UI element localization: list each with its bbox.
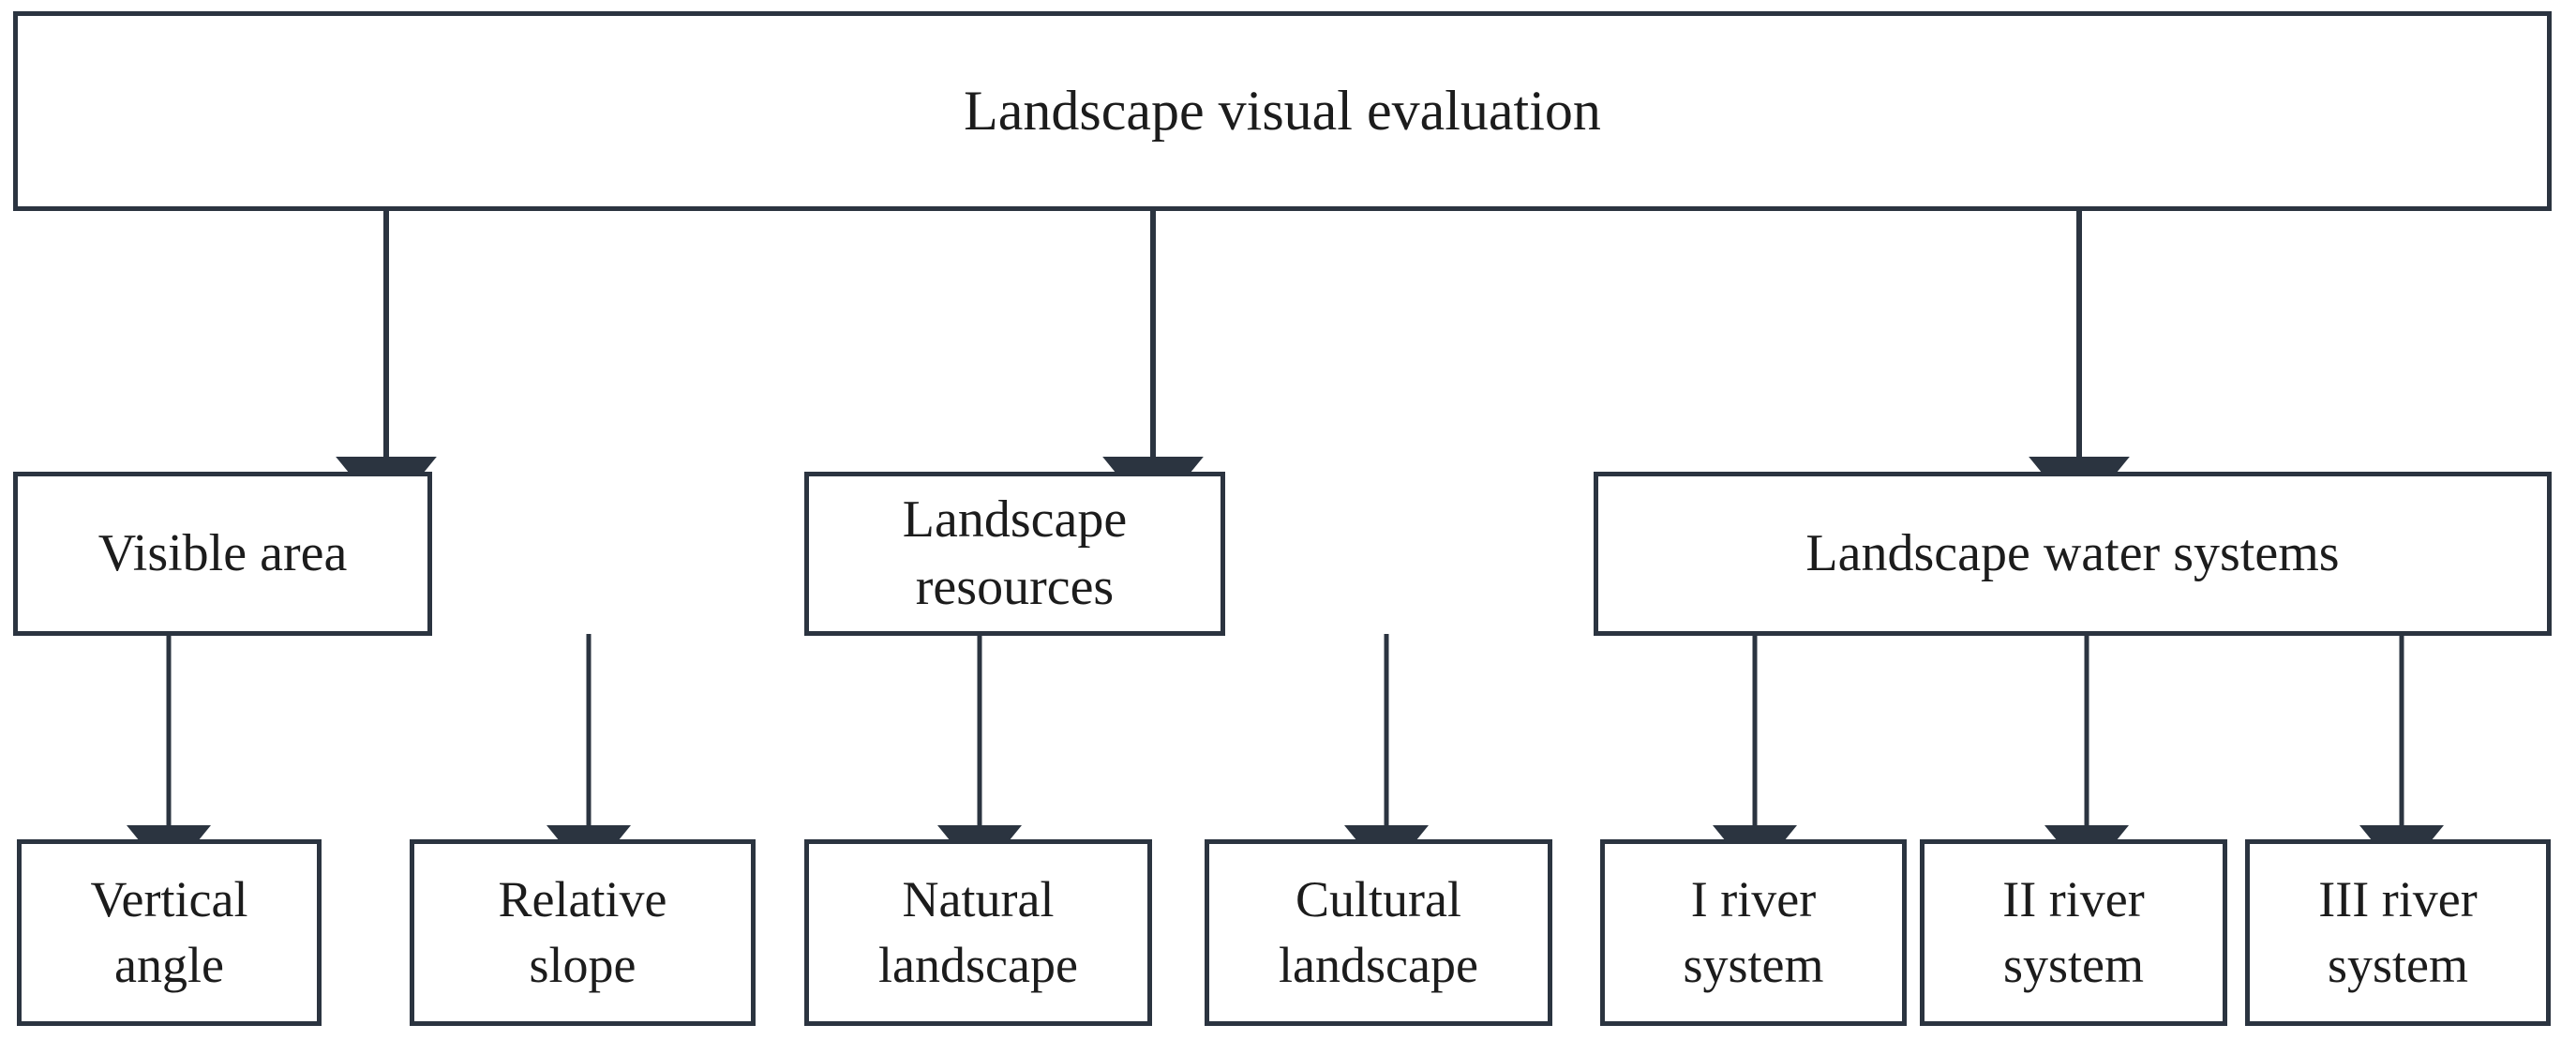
node-natural-landscape[interactable]: Natural landscape [804,839,1152,1026]
node-visible-area[interactable]: Visible area [13,472,432,636]
node-label: Landscape visual evaluation [964,80,1601,143]
node-label: Visible area [97,523,348,582]
node-label: Relative slope [498,871,667,993]
node-relative-slope[interactable]: Relative slope [410,839,756,1026]
node-label: I river system [1683,871,1824,993]
node-river-system-1[interactable]: I river system [1600,839,1907,1026]
node-label: Natural landscape [878,871,1078,993]
node-label: III river system [2318,871,2478,993]
node-cultural-landscape[interactable]: Cultural landscape [1205,839,1552,1026]
node-label: Cultural landscape [1279,871,1478,993]
node-river-system-3[interactable]: III river system [2245,839,2551,1026]
node-river-system-2[interactable]: II river system [1920,839,2227,1026]
node-label: Vertical angle [90,871,248,993]
node-label: Landscape water systems [1805,523,2340,582]
node-vertical-angle[interactable]: Vertical angle [17,839,322,1026]
node-landscape-resources[interactable]: Landscape resources [804,472,1225,636]
node-label: II river system [2002,871,2145,993]
node-label: Landscape resources [902,490,1128,616]
node-landscape-water-systems[interactable]: Landscape water systems [1594,472,2552,636]
node-landscape-visual-evaluation[interactable]: Landscape visual evaluation [13,11,2552,211]
